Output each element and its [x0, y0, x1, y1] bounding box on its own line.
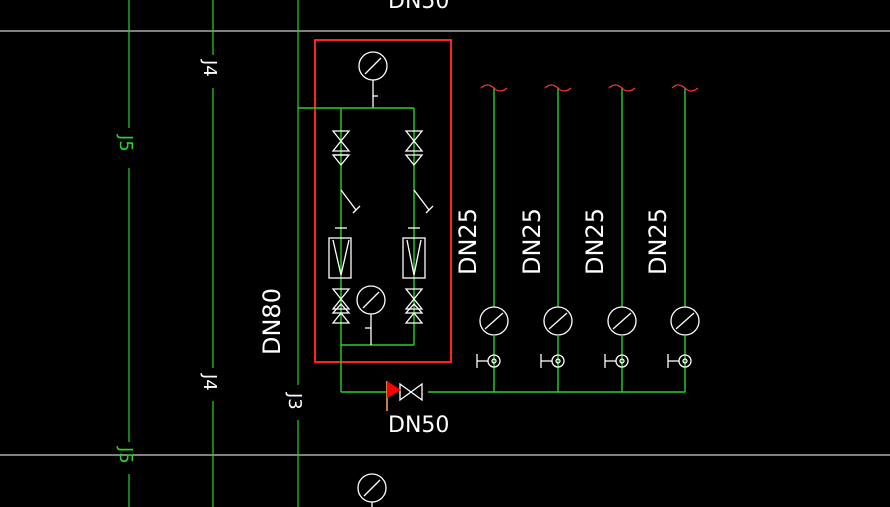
branch-label-2: DN25: [518, 208, 546, 275]
branch-3: [604, 84, 637, 392]
manifold-pipework: [298, 107, 685, 393]
filter-right-icon: [402, 237, 426, 279]
pressure-gauge-icon: [479, 306, 509, 336]
branch-label-3: DN25: [581, 208, 609, 275]
axis-label-j3: J3: [284, 392, 305, 410]
check-valve-right-icon: [408, 189, 434, 229]
flag-marker-icon: [386, 381, 401, 411]
pipe-end-cap-icon: [480, 84, 508, 92]
branch-label-1: DN25: [454, 208, 482, 275]
top-pipe-label: DN50: [388, 0, 449, 14]
branch-4: [667, 84, 700, 392]
gate-valve-left-lower-icon: [331, 288, 351, 324]
pipe-end-cap-icon: [671, 84, 699, 92]
gate-valve-right-upper-icon: [404, 130, 424, 167]
pressure-gauge-icon: [670, 306, 700, 336]
pressure-gauge-icon: [607, 306, 637, 336]
main-pipe-label: DN80: [258, 288, 286, 355]
axis-label-j4-top: J4: [199, 59, 220, 77]
axis-label-j5-top: J5: [115, 134, 136, 152]
gate-valve-right-lower-icon: [404, 288, 424, 324]
gate-valve-left-upper-icon: [331, 130, 351, 167]
outlet-gate-valve-icon: [399, 382, 423, 402]
pressure-gauge-bottom-icon: [357, 473, 387, 507]
branch-1: [476, 84, 509, 392]
pressure-gauge-top-icon: [358, 51, 388, 108]
pipe-end-cap-icon: [544, 84, 572, 92]
filter-left-icon: [328, 237, 352, 279]
outlet-pipe-label: DN50: [388, 413, 449, 438]
pressure-gauge-icon: [543, 306, 573, 336]
axis-label-j5-bottom: J5: [115, 446, 136, 464]
check-valve-left-icon: [335, 189, 361, 229]
branch-label-4: DN25: [644, 208, 672, 275]
highlight-box: [314, 39, 452, 363]
branch-2: [540, 84, 573, 392]
pressure-gauge-middle-icon: [356, 285, 386, 345]
pipe-end-cap-icon: [608, 84, 636, 92]
axis-label-j4-bottom: J4: [199, 373, 220, 391]
